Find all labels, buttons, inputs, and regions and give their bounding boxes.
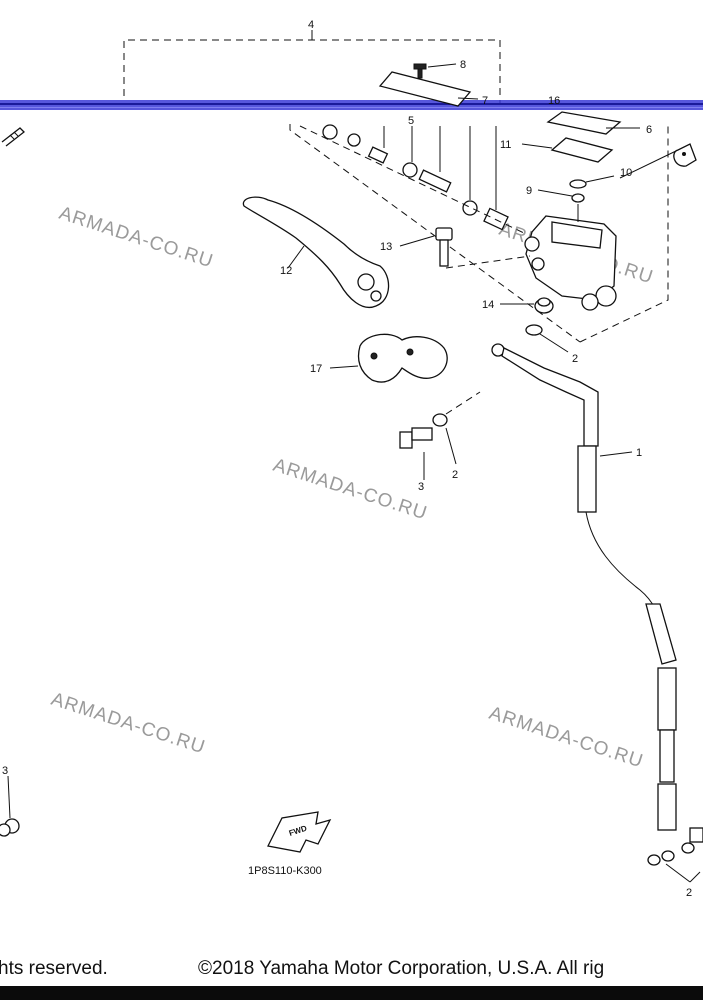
assembly-box-4: [123, 30, 669, 343]
screw-8: [413, 63, 457, 79]
callout-14: 14: [482, 299, 494, 311]
callout-2: 2: [452, 469, 458, 481]
callout-6: 6: [646, 124, 652, 136]
footer-right: ©2018 Yamaha Motor Corporation, U.S.A. A…: [198, 958, 605, 979]
piston-kit-5: [299, 124, 527, 235]
callout-4: 4: [308, 19, 314, 31]
bottom-bar: [0, 986, 703, 1000]
watermark: ARMADA-CO.RU: [56, 203, 215, 273]
clip-right: [673, 143, 697, 167]
callout-1: 1: [636, 447, 642, 459]
callout-2: 2: [686, 887, 692, 899]
master-cylinder: [524, 149, 679, 311]
callouts: 4 8 7 16 6 5 11 10 9 13 12 14 17 2 1 2 3…: [2, 19, 692, 899]
footer-left: hts reserved.: [0, 958, 108, 979]
collar-14: [500, 297, 554, 314]
callout-5: 5: [408, 115, 414, 127]
bolt-left-bottom: [0, 775, 20, 837]
callout-10: 10: [620, 167, 632, 179]
callout-8: 8: [460, 59, 466, 71]
fwd-arrow-icon: FWD: [267, 811, 332, 853]
callout-2: 2: [572, 353, 578, 365]
callout-3: 3: [2, 765, 8, 777]
bolt-left-top: [1, 127, 25, 147]
diaphragm-6: [546, 111, 640, 135]
callout-16: 16: [548, 95, 560, 107]
brake-lever-12: [242, 196, 390, 309]
brake-hose-1: [491, 343, 677, 831]
banjo-lower: [647, 827, 703, 883]
watermark: ARMADA-CO.RU: [270, 455, 429, 525]
watermark: ARMADA-CO.RU: [48, 689, 207, 759]
watermark: ARMADA-CO.RU: [486, 703, 645, 773]
reservoir-cover-7: [378, 71, 479, 107]
callout-3: 3: [418, 481, 424, 493]
scan-band: [0, 100, 703, 110]
callout-17: 17: [310, 363, 322, 375]
pivot-bolt-13: [399, 227, 531, 269]
callout-7: 7: [482, 95, 488, 107]
screw-9: [537, 189, 585, 203]
plate-11: [521, 137, 614, 163]
washer-2-mid: [432, 391, 481, 465]
diagram-code: 1P8S110-K300: [248, 865, 322, 877]
washer-10: [569, 175, 615, 189]
copyright-footer: hts reserved. ©2018 Yamaha Motor Corpora…: [0, 958, 703, 982]
callout-13: 13: [380, 241, 392, 253]
lever-guard-17: [329, 333, 448, 383]
callout-12: 12: [280, 265, 292, 277]
banjo-bolt-3: [399, 427, 433, 480]
washer-top: [525, 324, 569, 353]
callout-9: 9: [526, 185, 532, 197]
callout-11: 11: [500, 139, 511, 151]
